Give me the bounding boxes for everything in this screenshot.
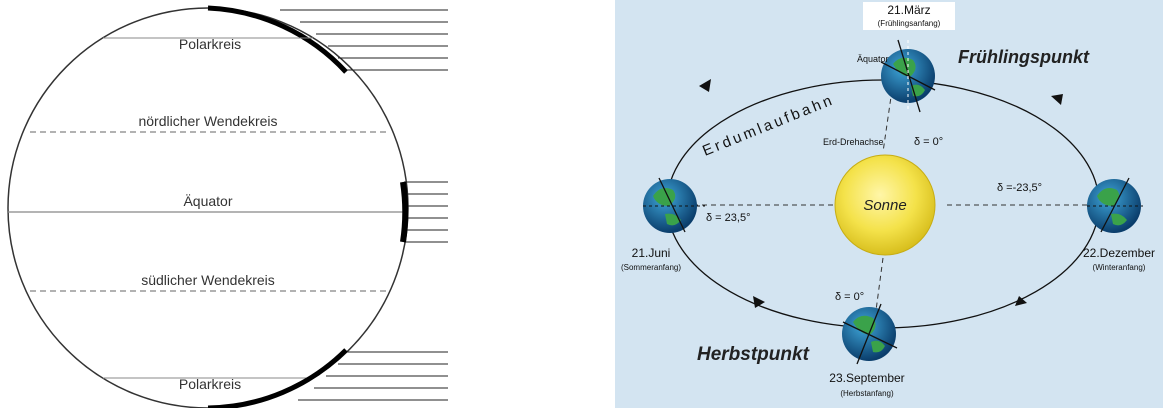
label-polar-south: Polarkreis	[179, 376, 241, 392]
sun-label: Sonne	[863, 197, 906, 214]
orbit-label: Erdumlaufbahn	[700, 91, 837, 159]
left-diagram: Polarkreis nördlicher Wendekreis Äquator…	[0, 0, 450, 411]
illuminated-band-north	[207, 5, 348, 74]
orbit-arrow-ne	[1051, 94, 1063, 105]
summer-sub: (Sommeranfang)	[621, 263, 681, 272]
right-diagram: Sonne Erdumlaufbahn 21.März (Frühlingsan…	[615, 0, 1163, 408]
label-tropic-north: nördlicher Wendekreis	[138, 113, 277, 129]
autumn-point: Herbstpunkt	[697, 344, 810, 365]
autumn-date: 23.September	[829, 371, 904, 385]
illuminated-band-south	[207, 348, 348, 411]
sun	[834, 154, 936, 256]
sun-dashed-lines	[675, 89, 1093, 319]
sun-rays-equator	[404, 181, 448, 243]
orbit-arrow-sw	[753, 296, 765, 308]
winter-delta: δ =-23,5°	[997, 182, 1042, 194]
summer-date: 21.Juni	[632, 246, 671, 260]
sun-rays-top	[280, 9, 448, 71]
summer-delta: δ = 23,5°	[706, 212, 750, 224]
spring-sub: (Frühlingsanfang)	[878, 19, 941, 28]
spring-point: Frühlingspunkt	[958, 47, 1090, 67]
label-tropic-south: südlicher Wendekreis	[141, 272, 275, 288]
spring-aquator: Äquator	[857, 54, 889, 64]
orbit-diagram: Sonne Erdumlaufbahn 21.März (Frühlingsan…	[621, 2, 1155, 398]
winter-sub: (Winteranfang)	[1093, 263, 1146, 272]
spring-date: 21.März	[887, 3, 930, 17]
earth-rays-diagram: Polarkreis nördlicher Wendekreis Äquator…	[7, 5, 448, 411]
autumn-delta: δ = 0°	[835, 291, 864, 303]
winter-date: 22.Dezember	[1083, 246, 1155, 260]
earth-summer	[643, 177, 705, 233]
label-polar-north: Polarkreis	[179, 36, 241, 52]
label-equator: Äquator	[183, 193, 232, 209]
earth-winter	[1087, 177, 1143, 233]
earth-autumn	[842, 303, 898, 365]
autumn-sub: (Herbstanfang)	[840, 389, 894, 398]
orbit-arrow-se	[1015, 296, 1027, 306]
spring-axis: Erd-Drehachse	[823, 137, 884, 147]
earth-spring	[880, 39, 936, 113]
orbit-arrow-nw	[699, 79, 711, 92]
illuminated-band-equator	[400, 181, 409, 243]
spring-date-box	[863, 2, 955, 30]
spring-delta: δ = 0°	[914, 136, 943, 148]
sun-rays-bottom	[298, 351, 448, 401]
